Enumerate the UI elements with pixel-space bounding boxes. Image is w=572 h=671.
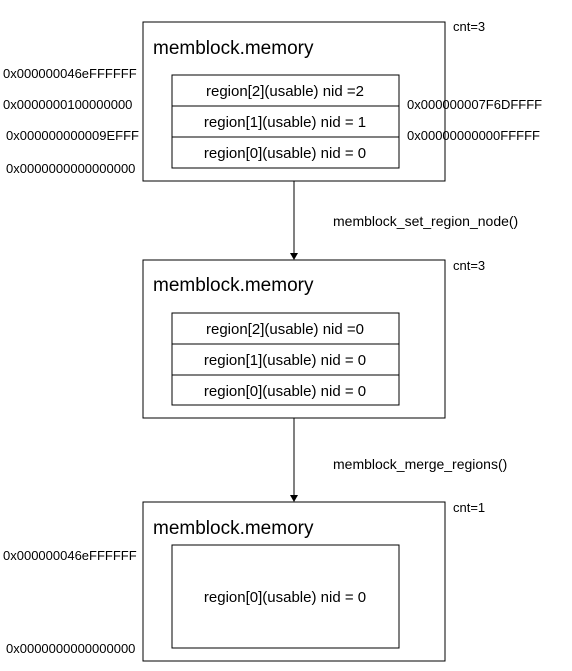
panel-3-title: memblock.memory <box>153 518 314 539</box>
panel-3-left-address-top: 0x000000046eFFFFFF <box>3 548 137 563</box>
panel-1: memblock.memory cnt=3 region[2](usable) … <box>3 19 542 182</box>
panel-3-cnt: cnt=1 <box>453 500 485 515</box>
panel-1-region-0-box <box>171 136 400 169</box>
transition-2: memblock_merge_regions() <box>290 418 507 502</box>
panel-2-title: memblock.memory <box>153 275 314 296</box>
panel-2-cnt: cnt=3 <box>453 258 485 273</box>
panel-3-left-address-bottom: 0x0000000000000000 <box>6 641 135 656</box>
panel-1-region-1-box <box>171 105 400 138</box>
transition-1-arrow-head <box>290 253 298 260</box>
panel-2: memblock.memory cnt=3 region[2](usable) … <box>142 258 485 419</box>
panel-3-region-0-box <box>171 544 400 649</box>
panel-1-left-address-2: 0x0000000100000000 <box>3 97 132 112</box>
transition-1: memblock_set_region_node() <box>290 181 518 260</box>
panel-2-region-1-box <box>171 343 400 376</box>
panel-1-left-address-top: 0x000000046eFFFFFF <box>3 66 137 81</box>
panel-1-right-address-2: 0x00000000000FFFFF <box>407 128 540 143</box>
panel-1-region-0-label: region[0](usable) nid = 0 <box>204 145 366 162</box>
panel-2-region-0-label: region[0](usable) nid = 0 <box>204 383 366 400</box>
transition-2-label: memblock_merge_regions() <box>333 456 507 472</box>
panel-1-region-2-box <box>171 74 400 107</box>
transition-2-arrow-head <box>290 495 298 502</box>
transition-1-label: memblock_set_region_node() <box>333 213 518 229</box>
panel-3: memblock.memory cnt=1 region[0](usable) … <box>3 500 485 662</box>
panel-1-right-address-1: 0x000000007F6DFFFF <box>407 97 542 112</box>
panel-2-region-2-label: region[2](usable) nid =0 <box>206 321 364 338</box>
panel-1-cnt: cnt=3 <box>453 19 485 34</box>
panel-1-left-address-bottom: 0x0000000000000000 <box>6 161 135 176</box>
panel-2-region-0-box <box>171 374 400 406</box>
panel-3-region-0-label: region[0](usable) nid = 0 <box>204 589 366 606</box>
panel-1-region-2-label: region[2](usable) nid =2 <box>206 83 364 100</box>
panel-1-left-address-3: 0x000000000009EFFF <box>6 128 139 143</box>
panel-2-region-1-label: region[1](usable) nid = 0 <box>204 352 366 369</box>
panel-2-region-2-box <box>171 312 400 345</box>
panel-1-title: memblock.memory <box>153 38 314 59</box>
panel-1-region-1-label: region[1](usable) nid = 1 <box>204 114 366 131</box>
